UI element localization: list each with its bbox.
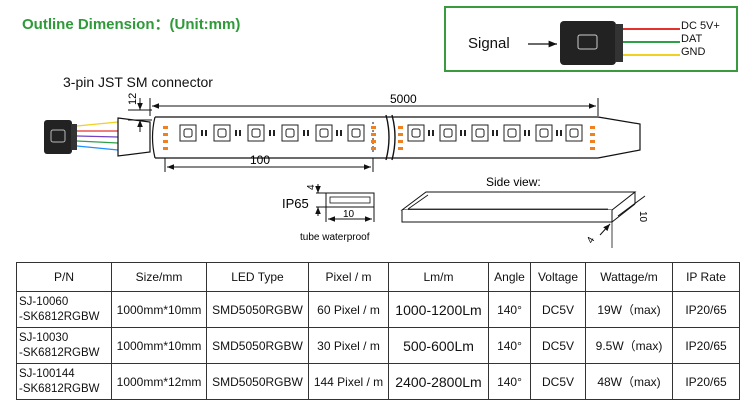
cell-angle: 140° [488,291,531,328]
cell-wattage: 48W（max) [585,363,673,400]
cell-ip-rate: IP20/65 [672,291,740,328]
table-header-row: P/N Size/mm LED Type Pixel / m Lm/m Angl… [16,262,740,292]
col-wattage: Wattage/m [585,262,673,292]
col-voltage: Voltage [530,262,586,292]
cell-led-type: SMD5050RGBW [206,327,309,364]
spec-table: P/N Size/mm LED Type Pixel / m Lm/m Angl… [16,262,740,400]
side-width-label: 10 [637,211,648,223]
cell-size: 1000mm*10mm [111,291,207,328]
side-height-label: 4 [585,235,598,246]
cell-size: 1000mm*10mm [111,327,207,364]
title-unit: (Unit:mm) [169,16,241,33]
dim-segment-label: 100 [250,153,270,167]
cell-lumen: 2400-2800Lm [388,363,489,400]
dim-total-length-label: 5000 [390,92,417,106]
title-sep: ： [154,16,170,33]
col-lumen: Lm/m [388,262,489,292]
dim-width [128,98,152,132]
cell-pn: SJ-100144-SK6812RGBW [16,363,112,400]
signal-connector-body [560,21,616,65]
tube-width-label: 10 [343,209,355,220]
col-ip-rate: IP Rate [672,262,740,292]
cell-voltage: DC5V [530,291,586,328]
wire-label-ground: GND [681,46,706,58]
cell-wattage: 9.5W（max) [585,327,673,364]
col-pixel: Pixel / m [308,262,389,292]
table-row: SJ-10060-SK6812RGBW 1000mm*10mm SMD5050R… [16,291,740,328]
cell-lumen: 1000-1200Lm [388,291,489,328]
col-angle: Angle [488,262,531,292]
col-size: Size/mm [111,262,207,292]
col-led-type: LED Type [206,262,309,292]
table-row: SJ-10030-SK6812RGBW 1000mm*10mm SMD5050R… [16,327,740,364]
cell-angle: 140° [488,327,531,364]
wire-label-data: DAT [681,33,703,45]
dim-segment [164,158,374,172]
led-strip [151,114,641,161]
wire-label-power: DC 5V+ [681,20,720,32]
tube-height-label: 4 [306,184,317,190]
tube-section [315,184,375,222]
ip-label: IP65 [282,196,309,211]
cell-voltage: DC5V [530,327,586,364]
cell-wattage: 19W（max) [585,291,673,328]
signal-diagram [528,21,680,65]
connector-title: 3-pin JST SM connector [63,74,213,90]
cell-pixel: 30 Pixel / m [308,327,389,364]
signal-label: Signal [468,35,510,52]
dim-total-length [149,98,599,116]
page-title: Outline Dimension：(Unit:mm) [22,13,240,34]
table-row: SJ-100144-SK6812RGBW 1000mm*12mm SMD5050… [16,363,740,400]
dim-width-label: 12 [127,93,139,105]
cell-pixel: 60 Pixel / m [308,291,389,328]
cell-size: 1000mm*12mm [111,363,207,400]
cell-pn: SJ-10060-SK6812RGBW [16,291,112,328]
side-view-label: Side view: [486,175,541,189]
strip-connector [44,117,151,157]
cell-angle: 140° [488,363,531,400]
cell-led-type: SMD5050RGBW [206,363,309,400]
cell-ip-rate: IP20/65 [672,363,740,400]
col-pn: P/N [16,262,112,292]
side-view [400,191,646,248]
cell-voltage: DC5V [530,363,586,400]
cell-pixel: 144 Pixel / m [308,363,389,400]
strip-drawing: 5000 12 100 IP65 4 10 tube waterproof Si… [44,21,680,248]
cell-lumen: 500-600Lm [388,327,489,364]
tube-caption: tube waterproof [300,232,370,243]
cell-pn: SJ-10030-SK6812RGBW [16,327,112,364]
cell-ip-rate: IP20/65 [672,327,740,364]
title-label: Outline Dimension [22,16,155,33]
cell-led-type: SMD5050RGBW [206,291,309,328]
